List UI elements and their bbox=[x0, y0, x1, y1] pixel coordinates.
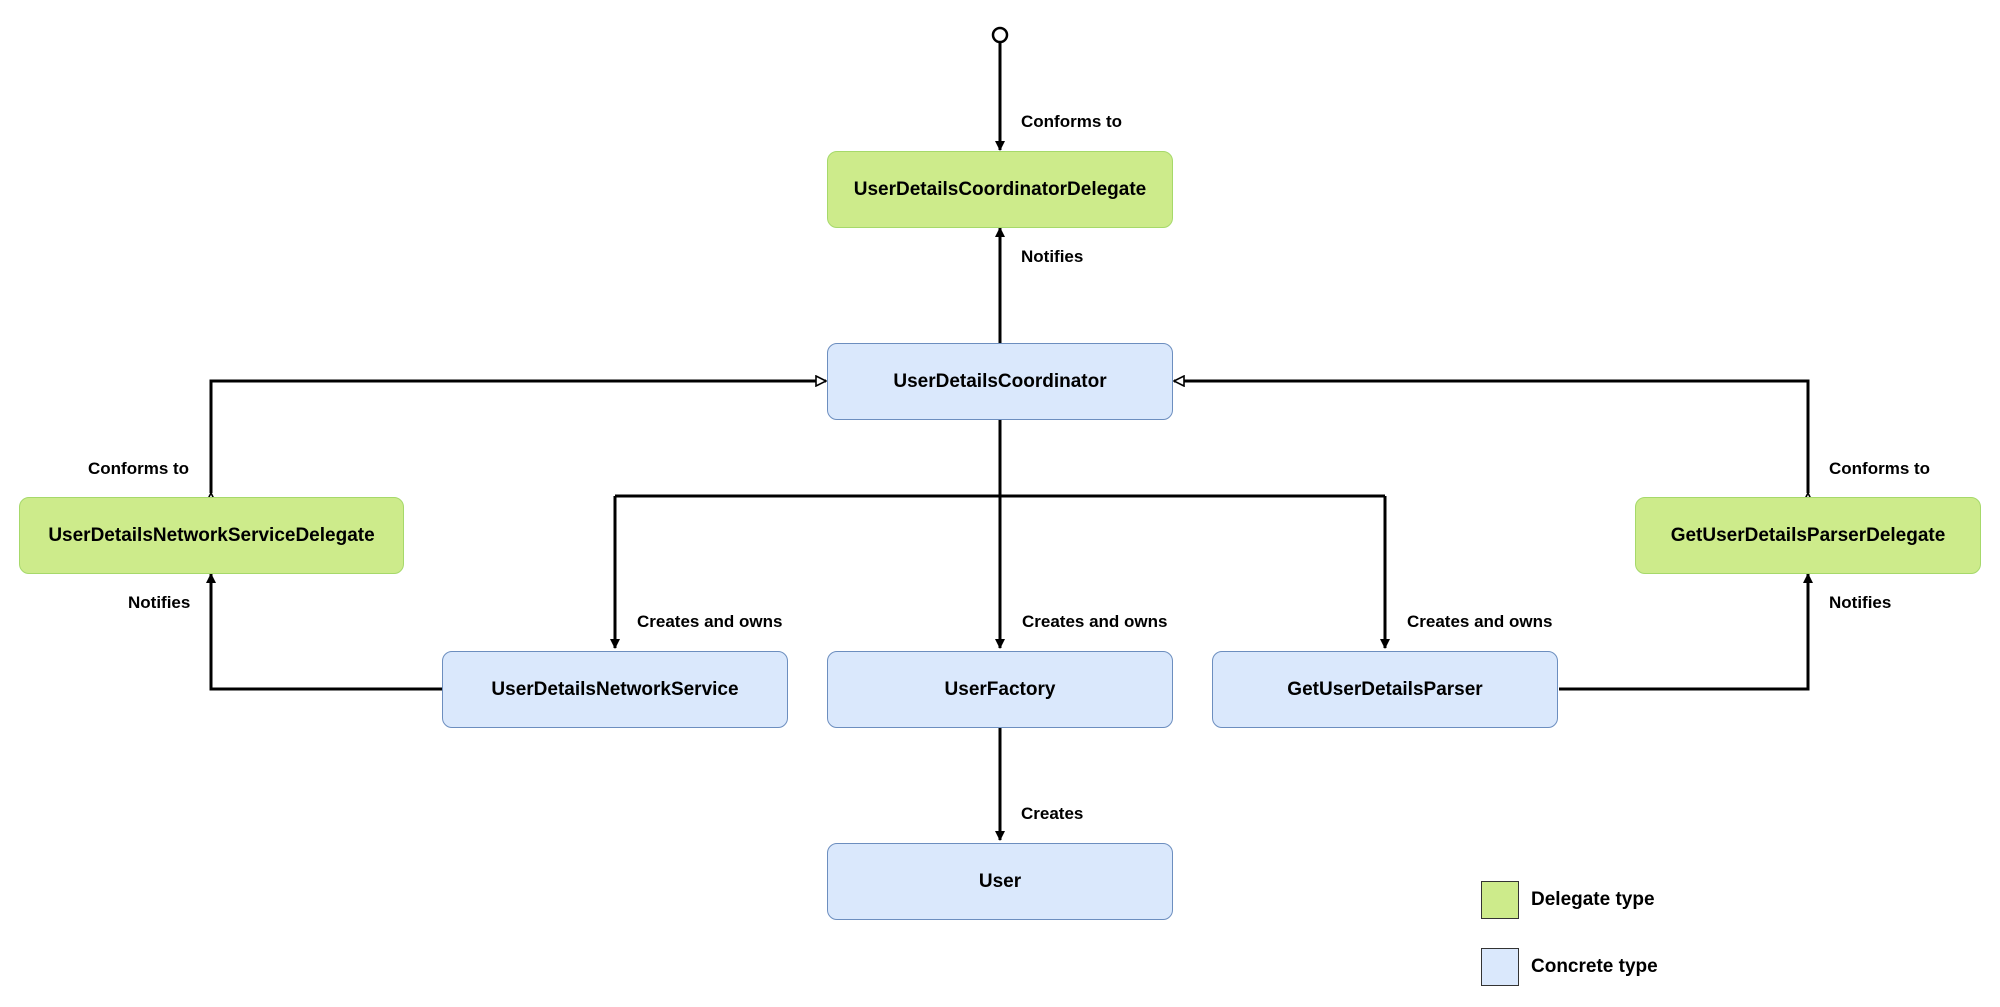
label-creates-owns-network-service: Creates and owns bbox=[637, 612, 783, 631]
label-start-conforms-to: Conforms to bbox=[1021, 112, 1123, 131]
label-factory-creates: Creates bbox=[1021, 804, 1084, 823]
label-creates-owns-parser: Creates and owns bbox=[1407, 612, 1553, 631]
legend-delegate-swatch bbox=[1481, 881, 1519, 919]
label-right-conforms-to: Conforms to bbox=[1829, 459, 1931, 478]
label-left-notifies: Notifies bbox=[128, 593, 191, 612]
edge-network-delegate-conforms-coordinator bbox=[211, 381, 826, 493]
label-right-notifies: Notifies bbox=[1829, 593, 1892, 612]
label-creates-owns-user-factory: Creates and owns bbox=[1022, 612, 1168, 631]
node-user-details-network-service[interactable]: UserDetailsNetworkService bbox=[442, 651, 788, 728]
edge-parser-delegate-conforms-coordinator bbox=[1174, 381, 1808, 493]
label-left-conforms-to: Conforms to bbox=[88, 459, 190, 478]
node-user-factory[interactable]: UserFactory bbox=[827, 651, 1173, 728]
legend-concrete-swatch bbox=[1481, 948, 1519, 986]
legend-concrete-label: Concrete type bbox=[1531, 956, 1658, 977]
node-get-user-details-parser[interactable]: GetUserDetailsParser bbox=[1212, 651, 1558, 728]
node-user-details-network-service-delegate[interactable]: UserDetailsNetworkServiceDelegate bbox=[19, 497, 404, 574]
node-user-details-coordinator-delegate[interactable]: UserDetailsCoordinatorDelegate bbox=[827, 151, 1173, 228]
legend-delegate-label: Delegate type bbox=[1531, 889, 1655, 910]
edge-network-service-notifies-delegate bbox=[206, 573, 442, 691]
node-user-details-coordinator[interactable]: UserDetailsCoordinator bbox=[827, 343, 1173, 420]
edge-parser-notifies-delegate bbox=[1559, 573, 1813, 691]
start-point bbox=[991, 26, 1009, 44]
label-coordinator-notifies: Notifies bbox=[1021, 247, 1084, 266]
node-user[interactable]: User bbox=[827, 843, 1173, 920]
node-get-user-details-parser-delegate[interactable]: GetUserDetailsParserDelegate bbox=[1635, 497, 1981, 574]
edge-coordinator-trunk bbox=[615, 420, 1385, 498]
